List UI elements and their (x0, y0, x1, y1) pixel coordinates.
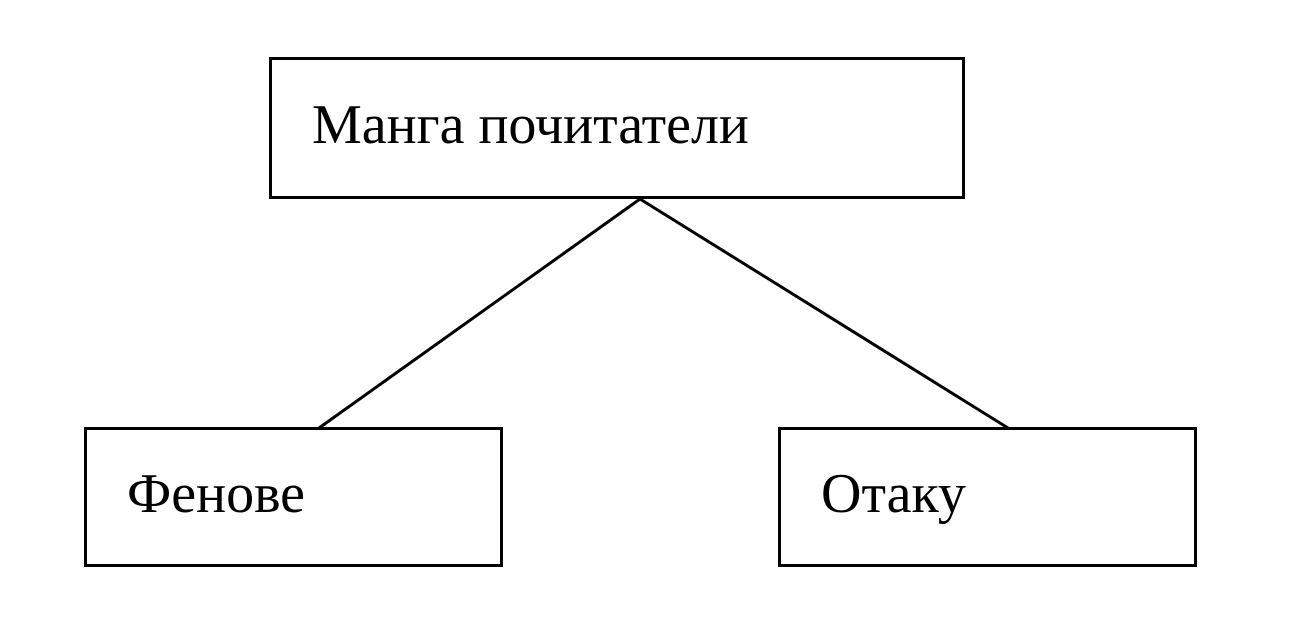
root-node-label: Манга почитатели (312, 94, 749, 157)
child-node-fenove-label: Фенове (127, 463, 306, 526)
connector-root-to-otaku (639, 197, 1009, 430)
child-node-otaku-label: Отаку (821, 463, 966, 526)
child-node-fenove: Фенове (84, 427, 503, 567)
connector-root-to-fenove (318, 197, 641, 430)
root-node: Манга почитатели (269, 57, 965, 199)
child-node-otaku: Отаку (778, 427, 1197, 567)
